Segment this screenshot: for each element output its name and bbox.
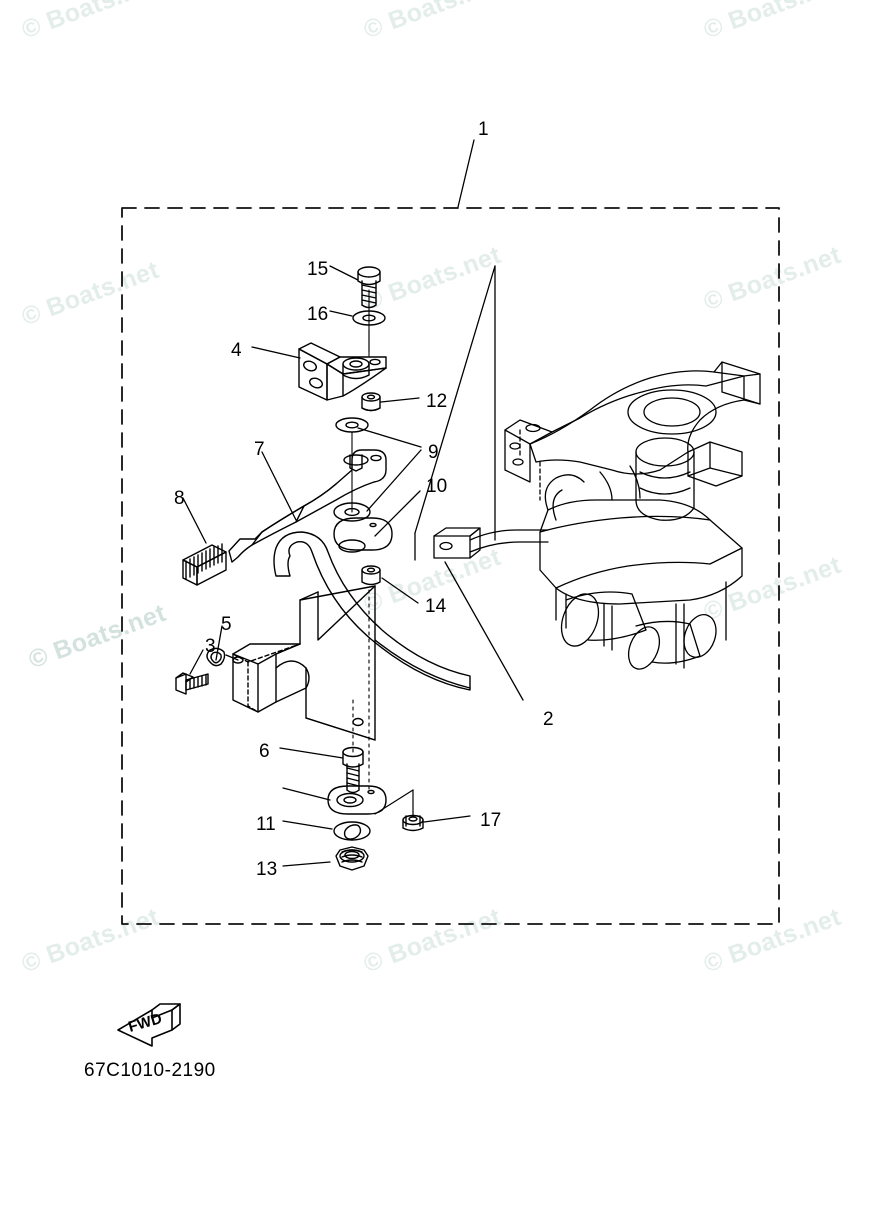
callout-14-bushing: 14 [425,596,447,617]
leader-line-10-lower [282,787,331,801]
fwd-arrow-marker [117,1003,181,1047]
callout-10-friction-plate: 10 [426,476,448,497]
leader-line-8 [182,497,207,544]
clamp-bracket-assembly [433,361,761,670]
part-12-bushing [361,392,381,412]
part-14-bushing [361,565,381,586]
callout-2-steering-friction-bracket: 2 [543,709,554,730]
callout-12-bushing: 12 [426,391,448,412]
part-2-friction-bracket [232,531,471,741]
leader-line-7 [261,451,297,521]
leader-line-16 [329,310,353,317]
part-10-friction-plate-upper [333,517,393,553]
leader-line-1 [457,139,475,208]
leader-line-9b [366,449,422,512]
callout-13-nut: 13 [256,859,278,880]
leader-line-11 [282,820,333,830]
callout-11-lock-washer: 11 [256,814,276,835]
part-4-angle-bracket [298,342,387,401]
leader-line-3 [189,649,204,675]
part-13-nut [335,846,369,871]
section-plane-line-2 [414,265,496,534]
leader-line-14 [381,577,419,604]
leader-line-5 [215,625,223,661]
leader-line-12 [380,397,420,403]
callout-6-pivot-bolt: 6 [259,741,270,762]
part-5-wave-washer [206,647,226,667]
leader-line-4 [251,346,301,359]
part-8-lever-grip [182,543,227,586]
flange-nut-branch [374,789,414,815]
leader-line-2 [444,561,524,701]
part-number-label: 67C1010-2190 [84,1060,216,1081]
callout-16-washer: 16 [307,304,329,325]
callout-3-bolt: 3 [205,636,216,657]
leader-line-5-to-bracket [225,654,239,661]
callout-9-plain-washer: 9 [428,442,439,463]
leader-line-9a [357,427,422,448]
leader-line-10-upper [374,490,421,537]
callout-17-flange-nut: 17 [480,810,502,831]
part-7-friction-lever [228,449,387,563]
callout-7-friction-lever: 7 [254,439,265,460]
leader-line-6 [279,747,344,759]
part-10-friction-plate-lower [327,785,387,815]
callout-8-lever-grip-cover: 8 [174,488,185,509]
part-3-bolt [175,672,209,695]
callout-4-angle-bracket: 4 [231,340,242,361]
callout-5-wave-washer: 5 [221,614,232,635]
leader-line-15 [329,265,359,281]
part-11-lock-washer [333,821,371,841]
callout-1-steering-friction-assembly-kit: 1 [478,119,489,140]
callout-15-screw: 15 [307,259,329,280]
kit-boundary-dashed-box [121,207,780,925]
leader-line-13 [282,861,331,867]
leader-line-17 [423,815,471,823]
